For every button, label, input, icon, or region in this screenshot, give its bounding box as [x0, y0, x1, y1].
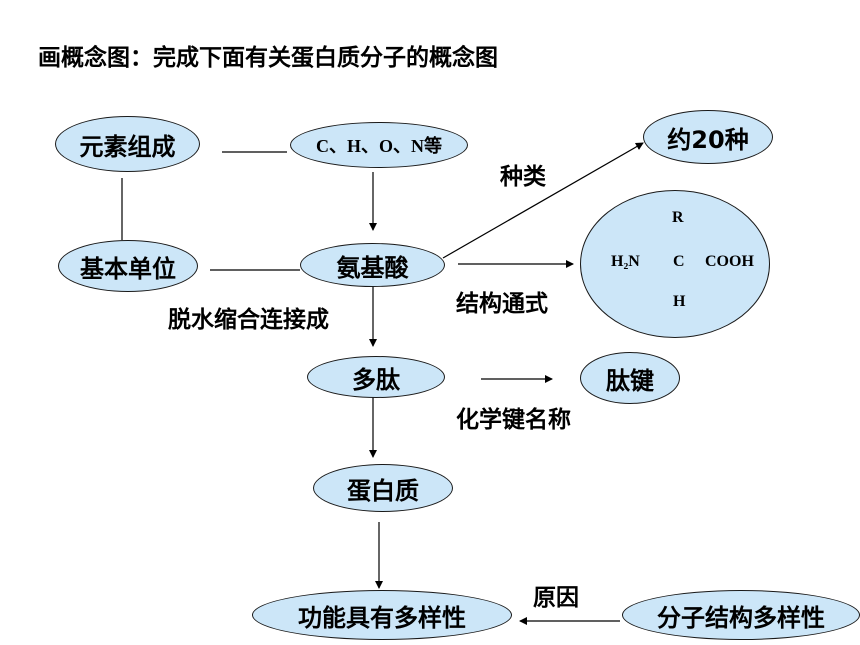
formula-c: C: [673, 253, 685, 270]
label-kinds: 种类: [500, 164, 546, 190]
formula-cooh: COOH: [705, 253, 754, 270]
formula-r: R: [672, 209, 684, 226]
formula-h2n: H₂N: [611, 253, 640, 270]
node-general-formula: R H₂N C COOH H: [580, 190, 770, 338]
node-basic-unit: 基本单位: [58, 240, 198, 292]
label-reason: 原因: [533, 585, 579, 611]
node-protein: 蛋白质: [313, 464, 453, 512]
label-bond-name: 化学键名称: [456, 407, 571, 433]
node-amino-acid: 氨基酸: [300, 243, 445, 287]
node-peptide-bond: 肽键: [580, 352, 680, 404]
node-about-20: 约20种: [643, 110, 773, 164]
node-structure-diversity: 分子结构多样性: [622, 590, 860, 640]
label-general-formula: 结构通式: [456, 291, 548, 317]
node-chon: C、H、O、N等: [290, 122, 468, 168]
formula-h: H: [673, 293, 686, 310]
arrow-amino-20: [442, 142, 644, 259]
label-dehydration: 脱水缩合连接成: [168, 307, 329, 333]
node-element-composition: 元素组成: [55, 116, 200, 172]
node-function-diversity: 功能具有多样性: [252, 590, 512, 640]
page-title: 画概念图：完成下面有关蛋白质分子的概念图: [38, 45, 498, 71]
node-polypeptide: 多肽: [307, 356, 445, 398]
